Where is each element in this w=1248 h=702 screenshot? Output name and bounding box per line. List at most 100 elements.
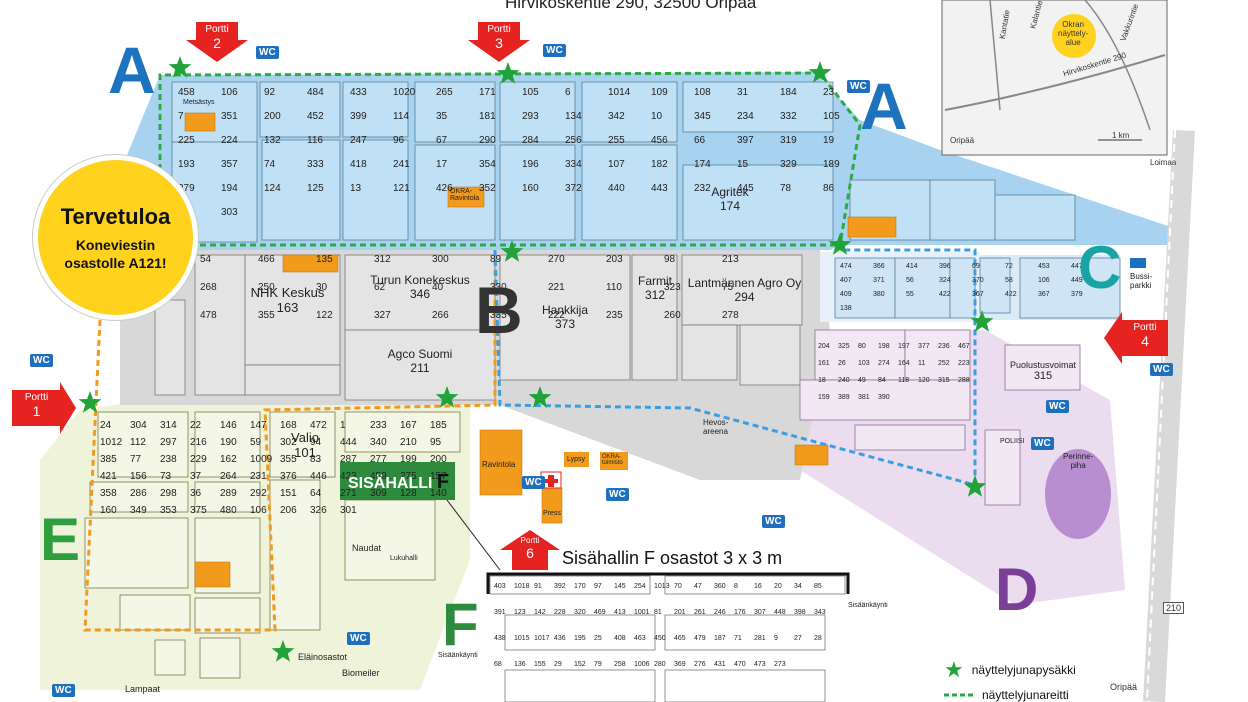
stand-number[interactable]: 95 bbox=[430, 437, 442, 448]
stand-number[interactable]: 399 bbox=[350, 111, 367, 122]
stand-number[interactable]: 189 bbox=[823, 159, 840, 170]
stand-number[interactable]: 105 bbox=[823, 111, 840, 122]
gate-4-arrow[interactable] bbox=[1104, 312, 1168, 364]
stand-number[interactable]: 449 bbox=[1071, 277, 1083, 284]
stand-number[interactable]: 355 bbox=[258, 310, 275, 321]
stand-number[interactable]: 49 bbox=[858, 377, 866, 384]
stand-number[interactable]: 478 bbox=[200, 310, 217, 321]
perinnepiha-area[interactable] bbox=[1045, 449, 1111, 539]
stand-number[interactable]: 11 bbox=[918, 360, 925, 367]
stand-number[interactable]: 224 bbox=[221, 135, 238, 146]
stand-number[interactable]: 103 bbox=[858, 360, 870, 367]
stand-number[interactable]: 1009 bbox=[250, 454, 273, 465]
stand-number[interactable]: 354 bbox=[479, 159, 496, 170]
stand-number[interactable]: 426 bbox=[436, 183, 453, 194]
stand-number[interactable]: 73 bbox=[160, 471, 172, 482]
stand-number[interactable]: 407 bbox=[840, 277, 852, 284]
stand-number[interactable]: 315 bbox=[938, 377, 950, 384]
stand-number[interactable]: 332 bbox=[780, 111, 797, 122]
stand-number[interactable]: 118 bbox=[898, 377, 909, 384]
stand-number[interactable]: 223 bbox=[958, 360, 970, 367]
stand-number[interactable]: 195 bbox=[574, 635, 586, 642]
stand-number[interactable]: 333 bbox=[307, 159, 324, 170]
stand-number[interactable]: 58 bbox=[1005, 277, 1013, 284]
stand-number[interactable]: 473 bbox=[754, 661, 766, 668]
stand-number[interactable]: 355 bbox=[280, 454, 297, 465]
stand-number[interactable]: 200 bbox=[264, 111, 281, 122]
stand-number[interactable]: 290 bbox=[479, 135, 496, 146]
stand-number[interactable]: 54 bbox=[200, 254, 212, 265]
stand-number[interactable]: 240 bbox=[838, 377, 850, 384]
stand-number[interactable]: 270 bbox=[548, 254, 565, 265]
stand-number[interactable]: 112 bbox=[130, 437, 146, 448]
stand-number[interactable]: 352 bbox=[479, 183, 496, 194]
stand-number[interactable]: 121 bbox=[393, 183, 410, 194]
stand-number[interactable]: 302 bbox=[280, 437, 297, 448]
stand-number[interactable]: 116 bbox=[307, 135, 323, 146]
stand-number[interactable]: 22 bbox=[190, 420, 202, 431]
stand-number[interactable]: 94 bbox=[310, 437, 322, 448]
stand-number[interactable]: 459 bbox=[370, 471, 387, 482]
stand-number[interactable]: 453 bbox=[1038, 263, 1050, 270]
hall-f-sign[interactable] bbox=[340, 462, 455, 500]
stand-number[interactable]: 216 bbox=[190, 437, 207, 448]
stand-number[interactable]: 280 bbox=[654, 661, 666, 668]
stand-number[interactable]: 62 bbox=[374, 282, 386, 293]
stand-number[interactable]: 349 bbox=[130, 505, 147, 516]
stand-number[interactable]: 29 bbox=[554, 661, 562, 668]
stand-number[interactable]: 390 bbox=[878, 394, 890, 401]
stand-number[interactable]: 23 bbox=[823, 87, 835, 98]
stand-number[interactable]: 334 bbox=[565, 159, 582, 170]
ravintola-building[interactable] bbox=[479, 429, 523, 496]
stand-number[interactable]: 274 bbox=[878, 360, 890, 367]
stand-number[interactable]: 25 bbox=[594, 635, 602, 642]
stand-number[interactable]: 146 bbox=[220, 420, 237, 431]
stand-number[interactable]: 187 bbox=[714, 635, 726, 642]
stand-number[interactable]: 152 bbox=[574, 661, 586, 668]
stand-number[interactable]: 252 bbox=[938, 360, 950, 367]
stand-number[interactable]: 71 bbox=[734, 635, 742, 642]
stand-number[interactable]: 376 bbox=[280, 471, 297, 482]
stand-number[interactable]: 34 bbox=[794, 583, 802, 590]
stand-number[interactable]: 397 bbox=[737, 135, 754, 146]
stand-number[interactable]: 106 bbox=[1038, 277, 1050, 284]
stand-number[interactable]: 456 bbox=[651, 135, 668, 146]
stand-number[interactable]: 255 bbox=[608, 135, 625, 146]
stand-number[interactable]: 480 bbox=[220, 505, 237, 516]
stand-number[interactable]: 203 bbox=[606, 254, 623, 265]
stand-number[interactable]: 389 bbox=[838, 394, 850, 401]
stand-number[interactable]: 132 bbox=[264, 135, 281, 146]
stand-number[interactable]: 128 bbox=[400, 488, 417, 499]
stand-number[interactable]: 1013 bbox=[654, 583, 670, 590]
stand-number[interactable]: 381 bbox=[858, 394, 870, 401]
train-stop-star-icon[interactable] bbox=[828, 233, 852, 255]
stand-number[interactable]: 97 bbox=[594, 583, 602, 590]
stand-number[interactable]: 324 bbox=[939, 277, 951, 284]
stand-number[interactable]: 288 bbox=[958, 377, 970, 384]
stand-number[interactable]: 84 bbox=[878, 377, 886, 384]
train-stop-star-icon[interactable] bbox=[496, 62, 520, 84]
stand-number[interactable]: 232 bbox=[694, 183, 711, 194]
stand-number[interactable]: 26 bbox=[838, 360, 846, 367]
stand-number[interactable]: 247 bbox=[350, 135, 367, 146]
stand-number[interactable]: 443 bbox=[651, 183, 668, 194]
stand-number[interactable]: 85 bbox=[814, 583, 822, 590]
stand-number[interactable]: 176 bbox=[734, 609, 746, 616]
stand-number[interactable]: 136 bbox=[514, 661, 526, 668]
stand-number[interactable]: 105 bbox=[522, 87, 539, 98]
stand-number[interactable]: 135 bbox=[316, 254, 333, 265]
stand-number[interactable]: 422 bbox=[939, 291, 951, 298]
train-stop-star-icon[interactable] bbox=[78, 391, 102, 413]
stand-number[interactable]: 340 bbox=[370, 437, 387, 448]
stand-number[interactable]: 233 bbox=[370, 420, 387, 431]
stand-number[interactable]: 469 bbox=[594, 609, 606, 616]
stand-number[interactable]: 79 bbox=[594, 661, 602, 668]
stand-number[interactable]: 185 bbox=[430, 420, 447, 431]
stand-number[interactable]: 335 bbox=[490, 310, 507, 321]
stand-number[interactable]: 289 bbox=[220, 488, 237, 499]
stand-number[interactable]: 221 bbox=[548, 282, 565, 293]
stand-number[interactable]: 59 bbox=[250, 437, 262, 448]
stand-number[interactable]: 446 bbox=[310, 471, 327, 482]
stand-number[interactable]: 277 bbox=[370, 454, 387, 465]
stand-number[interactable]: 472 bbox=[310, 420, 327, 431]
